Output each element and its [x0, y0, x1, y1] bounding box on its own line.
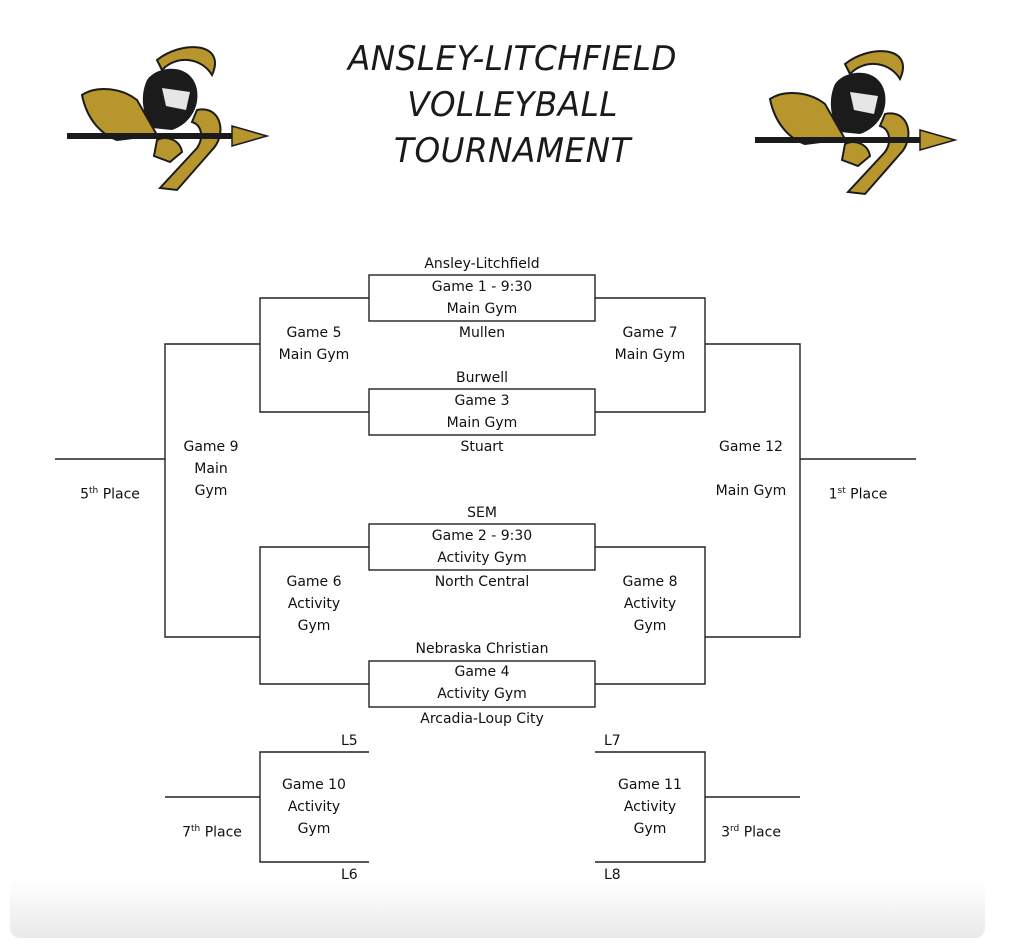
game-11-label: Game 11 Activity Gym [618, 774, 682, 840]
game-8-title: Game 8 [622, 571, 677, 593]
game-10-title: Game 10 [282, 774, 346, 796]
game-9-title: Game 9 [183, 436, 238, 458]
game-5-title: Game 5 [279, 322, 350, 344]
game-3-title: Game 3 [447, 390, 518, 412]
game-9-label: Game 9 Main Gym [183, 436, 238, 502]
game-2-title: Game 2 - 9:30 [432, 525, 532, 547]
loser-game-6-label: L6 [341, 864, 358, 886]
team-burwell: Burwell [456, 367, 508, 389]
game-1-gym: Main Gym [432, 298, 532, 320]
game-7-title: Game 7 [615, 322, 686, 344]
game-4-label: Game 4 Activity Gym [437, 661, 527, 705]
team-ansley-litchfield: Ansley-Litchfield [424, 253, 539, 275]
game-3-label: Game 3 Main Gym [447, 390, 518, 434]
fifth-place-label: 5th Place [80, 480, 140, 506]
game-8-gym-line1: Activity [622, 593, 677, 615]
game-6-label: Game 6 Activity Gym [286, 571, 341, 637]
game-6-gym-line1: Activity [286, 593, 341, 615]
game-10-gym-line2: Gym [282, 818, 346, 840]
game-12-gym: Main Gym [716, 480, 787, 502]
game-12-title: Game 12 [719, 436, 783, 458]
team-north-central: North Central [435, 571, 530, 593]
game-7-gym: Main Gym [615, 344, 686, 366]
third-place-label: 3rd Place [721, 818, 781, 844]
game-6-gym-line2: Gym [286, 615, 341, 637]
game-1-label: Game 1 - 9:30 Main Gym [432, 276, 532, 320]
team-sem: SEM [467, 502, 497, 524]
game-8-gym-line2: Gym [622, 615, 677, 637]
game-8-label: Game 8 Activity Gym [622, 571, 677, 637]
team-nebraska-christian: Nebraska Christian [416, 638, 549, 660]
team-mullen: Mullen [459, 322, 505, 344]
loser-game-7-label: L7 [604, 730, 621, 752]
team-stuart: Stuart [460, 436, 503, 458]
game-7-label: Game 7 Main Gym [615, 322, 686, 366]
game-3-gym: Main Gym [447, 412, 518, 434]
game-11-gym-line1: Activity [618, 796, 682, 818]
loser-game-5-label: L5 [341, 730, 358, 752]
game-2-label: Game 2 - 9:30 Activity Gym [432, 525, 532, 569]
loser-game-8-label: L8 [604, 864, 621, 886]
game-4-title: Game 4 [437, 661, 527, 683]
game-4-gym: Activity Gym [437, 683, 527, 705]
game-5-gym: Main Gym [279, 344, 350, 366]
game-6-title: Game 6 [286, 571, 341, 593]
game-5-label: Game 5 Main Gym [279, 322, 350, 366]
seventh-place-label: 7th Place [182, 818, 242, 844]
game-1-title: Game 1 - 9:30 [432, 276, 532, 298]
game-9-gym-line2: Gym [183, 480, 238, 502]
game-9-gym-line1: Main [183, 458, 238, 480]
game-11-gym-line2: Gym [618, 818, 682, 840]
game-2-gym: Activity Gym [432, 547, 532, 569]
game-10-label: Game 10 Activity Gym [282, 774, 346, 840]
game-11-title: Game 11 [618, 774, 682, 796]
first-place-label: 1st Place [829, 480, 888, 506]
game-10-gym-line1: Activity [282, 796, 346, 818]
team-arcadia-loup-city: Arcadia-Loup City [420, 708, 543, 730]
